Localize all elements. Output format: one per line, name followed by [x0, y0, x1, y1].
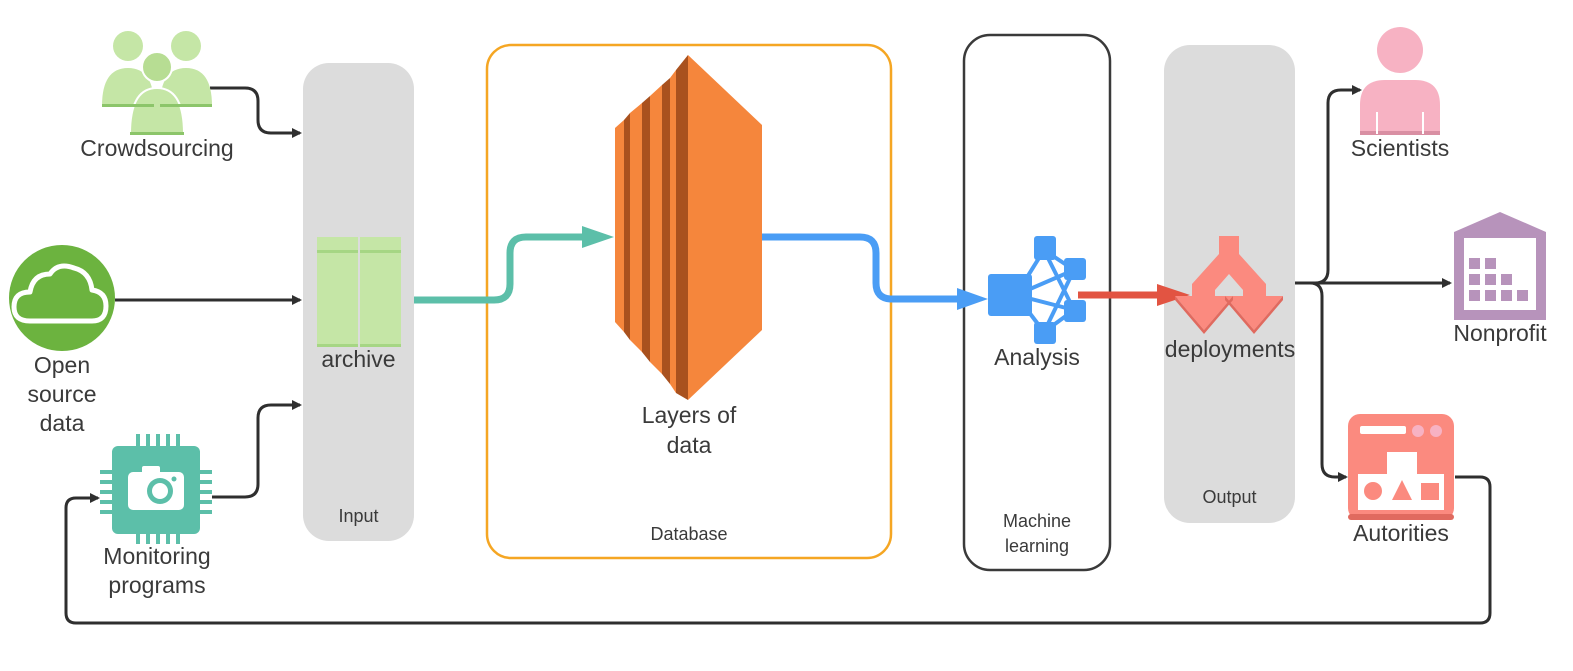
nonprofit-label: Nonprofit [1453, 320, 1547, 346]
machine-learning-container [962, 33, 1112, 572]
cloud-icon [9, 245, 115, 351]
people-group-icon [102, 31, 212, 135]
connector-crowdsourcing [210, 86, 302, 138]
building-icon [1454, 212, 1546, 320]
deployments-label: deployments [1164, 336, 1296, 362]
connector-layers-analysis [762, 233, 960, 303]
arrowhead-blue [957, 288, 988, 310]
connector-to-scientists [1295, 85, 1362, 285]
archive-label: archive [321, 346, 396, 372]
open-source-line-3: data [39, 410, 85, 436]
connector-archive-layers [414, 233, 585, 304]
dashboard-icon [1348, 414, 1454, 520]
open-source-line-2: source [27, 381, 97, 407]
ml-line-2: learning [1004, 536, 1070, 556]
camera-chip-icon [100, 434, 212, 544]
split-arrows-icon [1175, 236, 1283, 334]
input-container [303, 63, 414, 541]
arrowhead-teal [582, 226, 614, 248]
machine-learning-container-label: Machine learning [964, 509, 1110, 559]
monitoring-line-1: Monitoring [103, 543, 211, 569]
arrowhead-red [1157, 284, 1190, 306]
crowdsourcing-label: Crowdsourcing [80, 135, 234, 161]
connector-to-autorities [1309, 281, 1348, 482]
output-container [1164, 45, 1295, 523]
input-container-label: Input [338, 506, 379, 526]
layers-line-1: Layers of [641, 402, 737, 428]
monitoring-programs-label: Monitoring programs [82, 542, 232, 600]
analysis-label: Analysis [994, 344, 1080, 370]
monitoring-line-2: programs [108, 572, 206, 598]
scientists-label: Scientists [1350, 135, 1450, 161]
output-container-label: Output [1202, 487, 1257, 507]
ml-line-1: Machine [1002, 511, 1072, 531]
connector-feedback-loop [64, 475, 1492, 625]
person-icon [1360, 27, 1440, 135]
layers-line-2: data [666, 432, 712, 458]
archive-icon [317, 237, 401, 347]
network-nodes-icon [988, 236, 1086, 344]
connector-monitoring [212, 400, 302, 499]
layers-of-data-label: Layers of data [600, 400, 778, 460]
open-source-line-1: Open [33, 352, 91, 378]
open-source-data-label: Open source data [12, 351, 112, 438]
database-container-label: Database [650, 524, 728, 544]
autorities-label: Autorities [1353, 520, 1449, 546]
layered-stack-icon [615, 55, 762, 400]
